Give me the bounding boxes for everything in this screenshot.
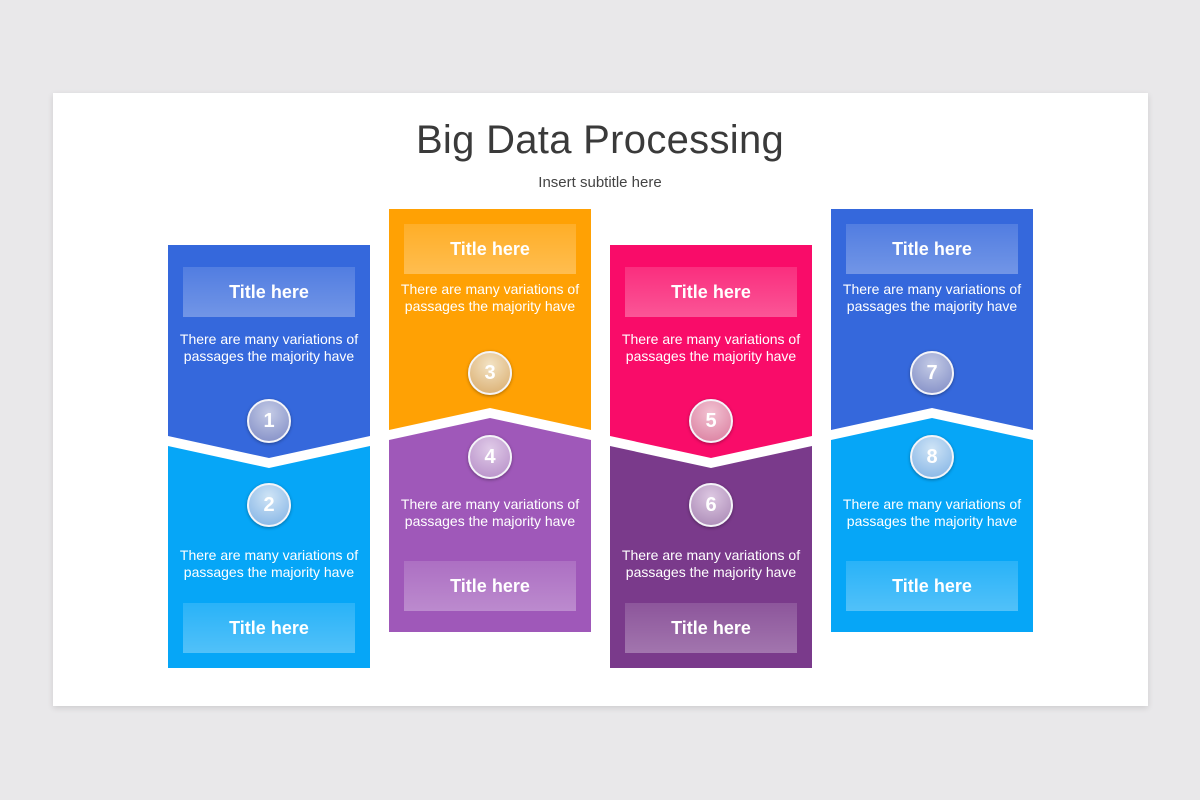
step-5-panel: [610, 245, 812, 458]
step-6-number: 6: [689, 483, 733, 527]
step-7-number: 7: [910, 351, 954, 395]
step-8-panel: [831, 418, 1033, 632]
step-6-title: Title here: [625, 603, 797, 653]
page-title: Big Data Processing: [415, 118, 785, 162]
step-3-title: Title here: [404, 224, 576, 274]
step-6-panel: [610, 446, 812, 668]
step-1-text: There are many variations of passages th…: [179, 331, 359, 364]
step-1-panel: [168, 245, 370, 458]
step-5-text: There are many variations of passages th…: [621, 331, 801, 364]
step-6-text: There are many variations of passages th…: [621, 547, 801, 580]
step-3-panel: [389, 209, 591, 430]
step-5-number: 5: [689, 399, 733, 443]
step-7-title: Title here: [846, 224, 1018, 274]
step-2-title: Title here: [183, 603, 355, 653]
step-2-panel: [168, 446, 370, 668]
step-8-text: There are many variations of passages th…: [842, 496, 1022, 529]
step-4-title: Title here: [404, 561, 576, 611]
page-subtitle: Insert subtitle here: [538, 174, 662, 191]
step-4-panel: [389, 418, 591, 632]
step-3-number: 3: [468, 351, 512, 395]
step-5-title: Title here: [625, 267, 797, 317]
step-7-text: There are many variations of passages th…: [842, 281, 1022, 314]
step-2-number: 2: [247, 483, 291, 527]
step-4-number: 4: [468, 435, 512, 479]
step-8-title: Title here: [846, 561, 1018, 611]
step-1-number: 1: [247, 399, 291, 443]
step-7-panel: [831, 209, 1033, 430]
step-1-title: Title here: [183, 267, 355, 317]
step-3-text: There are many variations of passages th…: [400, 281, 580, 314]
step-2-text: There are many variations of passages th…: [179, 547, 359, 580]
step-8-number: 8: [910, 435, 954, 479]
step-4-text: There are many variations of passages th…: [400, 496, 580, 529]
